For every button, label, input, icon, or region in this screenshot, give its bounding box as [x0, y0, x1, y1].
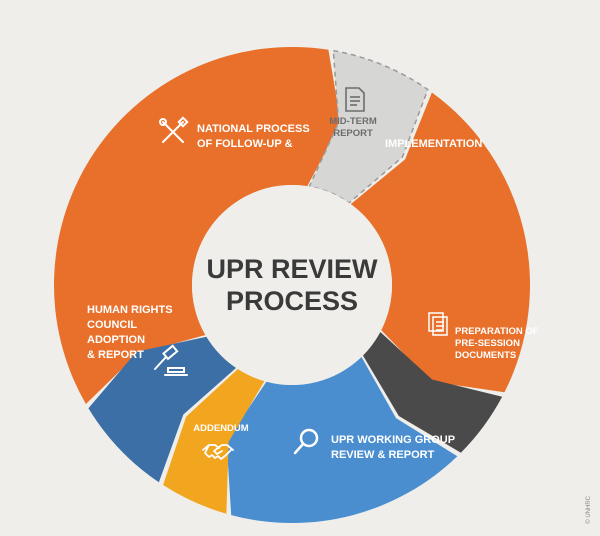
- stage-addendum: ADDENDUM: [193, 423, 249, 460]
- handshake-icon: [202, 444, 234, 460]
- magnifier-icon: [293, 428, 319, 455]
- center-circle: [192, 185, 392, 385]
- preparation-label-line3: DOCUMENTS: [455, 350, 516, 361]
- midterm-label-line1: MID-TERM: [329, 116, 377, 127]
- preparation-label-line2: PRE-SESSION: [455, 338, 520, 349]
- segment-addendum: [163, 369, 265, 514]
- tools-icon: [159, 116, 189, 143]
- segment-preparation: [362, 331, 503, 453]
- stage-hrc: HUMAN RIGHTS COUNCIL ADOPTION & REPORT: [87, 304, 188, 376]
- hrc-label-line1: HUMAN RIGHTS: [87, 304, 173, 316]
- segment-working-group: [226, 356, 458, 523]
- document-icon: [345, 87, 365, 112]
- stage-midterm: MID-TERM REPORT: [329, 87, 377, 139]
- center-title-line1: UPR REVIEW: [206, 254, 378, 284]
- working-group-label-line2: REVIEW & REPORT: [331, 449, 435, 461]
- credit-text: © UNHRC: [586, 496, 592, 524]
- segment-hrc: [88, 336, 237, 483]
- followup-label-line1: NATIONAL PROCESS: [197, 123, 310, 135]
- hrc-label-line3: ADOPTION: [87, 334, 145, 346]
- implementation-label: IMPLEMENTATION: [385, 138, 482, 150]
- hrc-label-line4: & REPORT: [87, 349, 144, 361]
- stage-preparation: PREPARATION OF PRE-SESSION DOCUMENTS: [428, 312, 539, 361]
- stage-working-group: UPR WORKING GROUP REVIEW & REPORT: [293, 428, 455, 461]
- segment-followup: [53, 46, 341, 404]
- center-title-line2: PROCESS: [226, 286, 358, 316]
- preparation-label-line1: PREPARATION OF: [455, 326, 539, 337]
- gavel-icon: [154, 344, 188, 376]
- followup-label-line2: OF FOLLOW-UP &: [197, 138, 293, 150]
- working-group-label-line1: UPR WORKING GROUP: [331, 434, 455, 446]
- hrc-label-line2: COUNCIL: [87, 319, 137, 331]
- documents-icon: [428, 312, 448, 336]
- stage-followup: NATIONAL PROCESS OF FOLLOW-UP &: [159, 116, 310, 150]
- addendum-label: ADDENDUM: [193, 423, 249, 434]
- segment-implementation: [350, 92, 530, 393]
- midterm-label-line2: REPORT: [333, 128, 373, 139]
